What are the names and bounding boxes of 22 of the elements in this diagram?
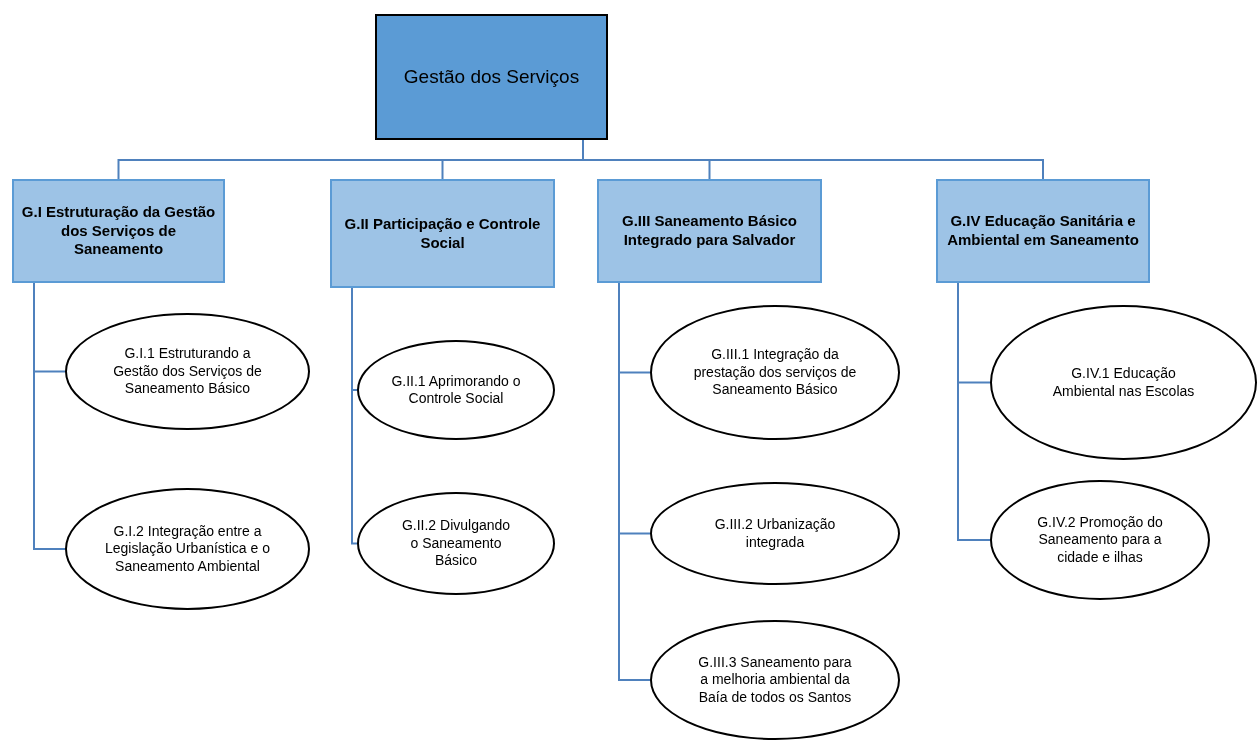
node-text: G.I.1 Estruturando a Gestão dos Serviços de Saneamento Básico — [112, 345, 263, 398]
node-text: G.III Saneamento Básico Integrado para Salvador — [620, 212, 799, 250]
node-text: G.I Estruturação da Gestão dos Serviços de Saneamento — [20, 202, 217, 260]
category-box — [936, 179, 1150, 283]
connector-line — [351, 287, 358, 545]
root-box — [375, 14, 608, 140]
connector-line — [957, 282, 991, 541]
connector-line — [33, 282, 66, 550]
category-box — [597, 179, 822, 283]
node-text: G.II.1 Aprimorando o Controle Social — [390, 372, 522, 408]
node-text: G.III.3 Saneamento para a melhoria ambiental da Baía de todos os Santos — [697, 653, 853, 707]
category-box — [12, 179, 225, 283]
node-text: G.II Participação e Controle Social — [343, 214, 542, 253]
node-text: G.IV Educação Sanitária e Ambiental em Saneamento — [946, 212, 1140, 250]
node-text: G.IV.2 Promoção do Saneamento para a cidade e ilhas — [1036, 513, 1164, 567]
node-text: G.IV.1 Educação Ambiental nas Escolas — [1051, 365, 1196, 400]
node-text: Gestão dos Serviços — [403, 65, 580, 89]
category-box — [330, 179, 555, 288]
node-text: G.I.2 Integração entre a Legislação Urbanística e o Saneamento Ambiental — [104, 522, 271, 576]
node-text: G.III.1 Integração da prestação dos serviços de Saneamento Básico — [692, 346, 858, 399]
node-text: G.III.2 Urbanização integrada — [713, 516, 837, 551]
node-text: G.II.2 Divulgando o Saneamento Básico — [400, 517, 512, 570]
